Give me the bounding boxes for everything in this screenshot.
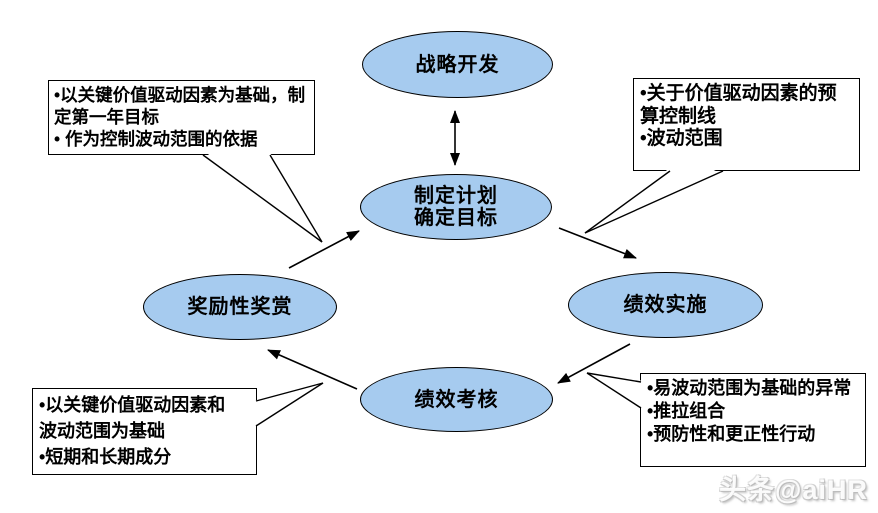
callout-tail-top-right bbox=[584, 167, 724, 234]
node-performance-review: 绩效考核 bbox=[360, 367, 553, 432]
arrow-review-to-reward bbox=[267, 349, 358, 390]
node-label: 绩效考核 bbox=[414, 388, 499, 411]
callout-short-long-term: •以关键价值驱动因素和 波动范围为基础 •短期和长期成分 bbox=[32, 388, 257, 475]
callout-line: • 作为控制波动范围的依据 bbox=[54, 129, 258, 149]
callout-line: •波动范围 bbox=[640, 128, 723, 149]
callout-budget-control-line: •关于价值驱动因素的预 算控制线 •波动范围 bbox=[633, 78, 860, 171]
node-incentive-reward: 奖励性奖赏 bbox=[143, 274, 337, 340]
callout-line: 定第一年目标 bbox=[54, 107, 159, 127]
callout-anomaly-actions: •易波动范围为基础的异常 •推拉组合 •预防性和更正性行动 bbox=[640, 373, 866, 467]
callout-line: •易波动范围为基础的异常 bbox=[647, 378, 852, 398]
node-label: 制定计划 bbox=[414, 185, 498, 207]
callout-line: •关于价值驱动因素的预 bbox=[640, 83, 837, 104]
callout-line: •以关键价值驱动因素和 bbox=[39, 395, 226, 415]
callout-line: •短期和长期成分 bbox=[39, 447, 172, 467]
node-strategy-development: 战略开发 bbox=[362, 31, 553, 98]
callout-first-year-targets: •以关键价值驱动因素为基础，制 定第一年目标 • 作为控制波动范围的依据 bbox=[48, 80, 315, 155]
callout-line: •以关键价值驱动因素为基础，制 bbox=[54, 85, 306, 105]
node-plan-and-targets: 制定计划 确定目标 bbox=[360, 174, 552, 240]
callout-line: 算控制线 bbox=[640, 105, 717, 127]
callout-tail-bottom-left bbox=[253, 382, 324, 427]
arrow-reward-to-plan bbox=[288, 230, 360, 269]
node-label: 绩效实施 bbox=[623, 294, 708, 316]
node-label: 战略开发 bbox=[415, 53, 500, 76]
watermark: 头条@aiHR bbox=[719, 475, 868, 505]
callout-line: •预防性和更正性行动 bbox=[647, 424, 816, 444]
node-performance-implementation: 绩效实施 bbox=[568, 272, 763, 338]
callout-tail-bottom-right bbox=[586, 372, 644, 409]
node-label: 奖励性奖赏 bbox=[187, 296, 293, 318]
callout-tail-top-left bbox=[202, 151, 323, 243]
node-label: 确定目标 bbox=[414, 207, 498, 229]
callout-line: •推拉组合 bbox=[647, 401, 726, 421]
arrow-implementation-to-review bbox=[557, 343, 631, 384]
arrow-plan-to-implementation bbox=[558, 227, 637, 259]
callout-line: 波动范围为基础 bbox=[39, 421, 165, 441]
